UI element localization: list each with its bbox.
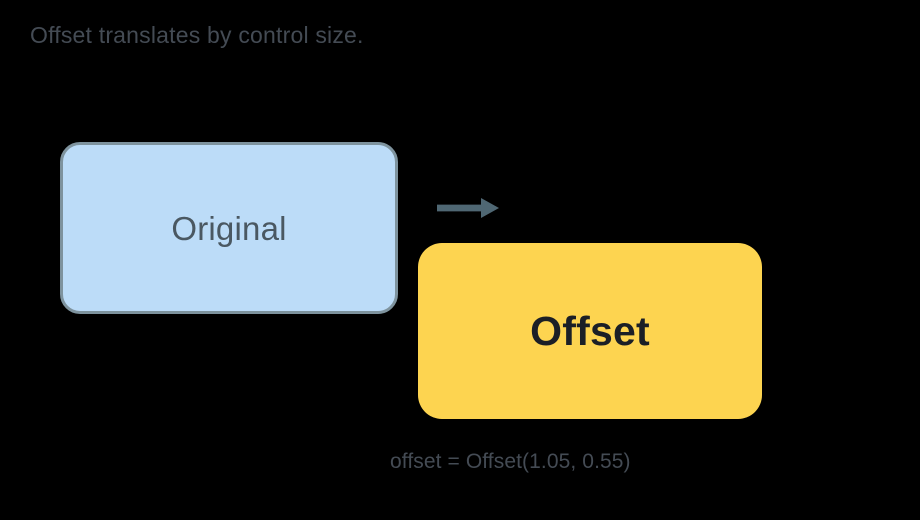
offset-control-box: Offset [418, 243, 762, 419]
page-title: Offset translates by control size. [30, 22, 364, 48]
offset-caption: offset = Offset(1.05, 0.55) [390, 450, 631, 473]
original-box-label: Original [171, 209, 287, 247]
arrow-right-icon [435, 192, 501, 224]
offset-box-label: Offset [530, 307, 650, 354]
original-control-box: Original [60, 142, 398, 314]
